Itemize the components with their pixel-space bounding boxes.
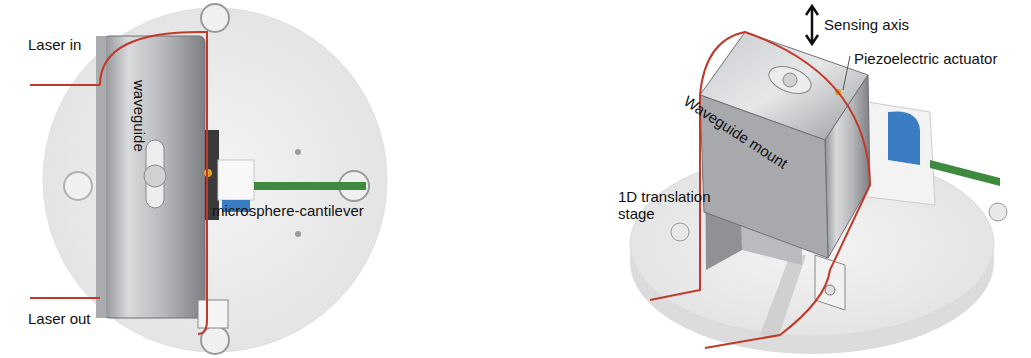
- screw-head: [825, 285, 835, 295]
- screw-head: [671, 223, 689, 241]
- screw-head: [783, 73, 797, 87]
- fiber-in: [30, 84, 100, 86]
- screw-head: [201, 4, 229, 32]
- part-label: 1D translation stage: [618, 188, 746, 222]
- axis-label: Sensing axis: [824, 16, 944, 33]
- clamp: [815, 255, 845, 310]
- cantilever-rod: [254, 182, 366, 190]
- piezo-actuator: [888, 111, 920, 165]
- screw-head: [989, 203, 1007, 221]
- cantilever-holder: [218, 160, 254, 200]
- hole: [295, 149, 301, 155]
- fiber-out: [30, 297, 100, 299]
- screw-head: [64, 172, 92, 200]
- fiber: [700, 32, 870, 348]
- hole: [295, 231, 301, 237]
- leader-line: [843, 56, 850, 90]
- screw-head: [144, 165, 166, 187]
- cantilever-rod: [930, 160, 1000, 186]
- slot: [765, 61, 815, 99]
- clamp: [198, 300, 228, 328]
- sensing-axis-arrow: [806, 6, 818, 44]
- port-label: Laser out: [28, 310, 128, 327]
- part-label: microsphere-cantilever: [212, 202, 412, 219]
- plate-slit: [760, 255, 806, 338]
- waveguide-mount: [103, 36, 205, 318]
- fiber-loop: [100, 32, 207, 334]
- part-label: waveguide: [131, 80, 148, 170]
- base-plate: [43, 8, 387, 352]
- part-label: Piezoelectric actuator: [854, 50, 1031, 67]
- port-label: Laser in: [28, 36, 128, 53]
